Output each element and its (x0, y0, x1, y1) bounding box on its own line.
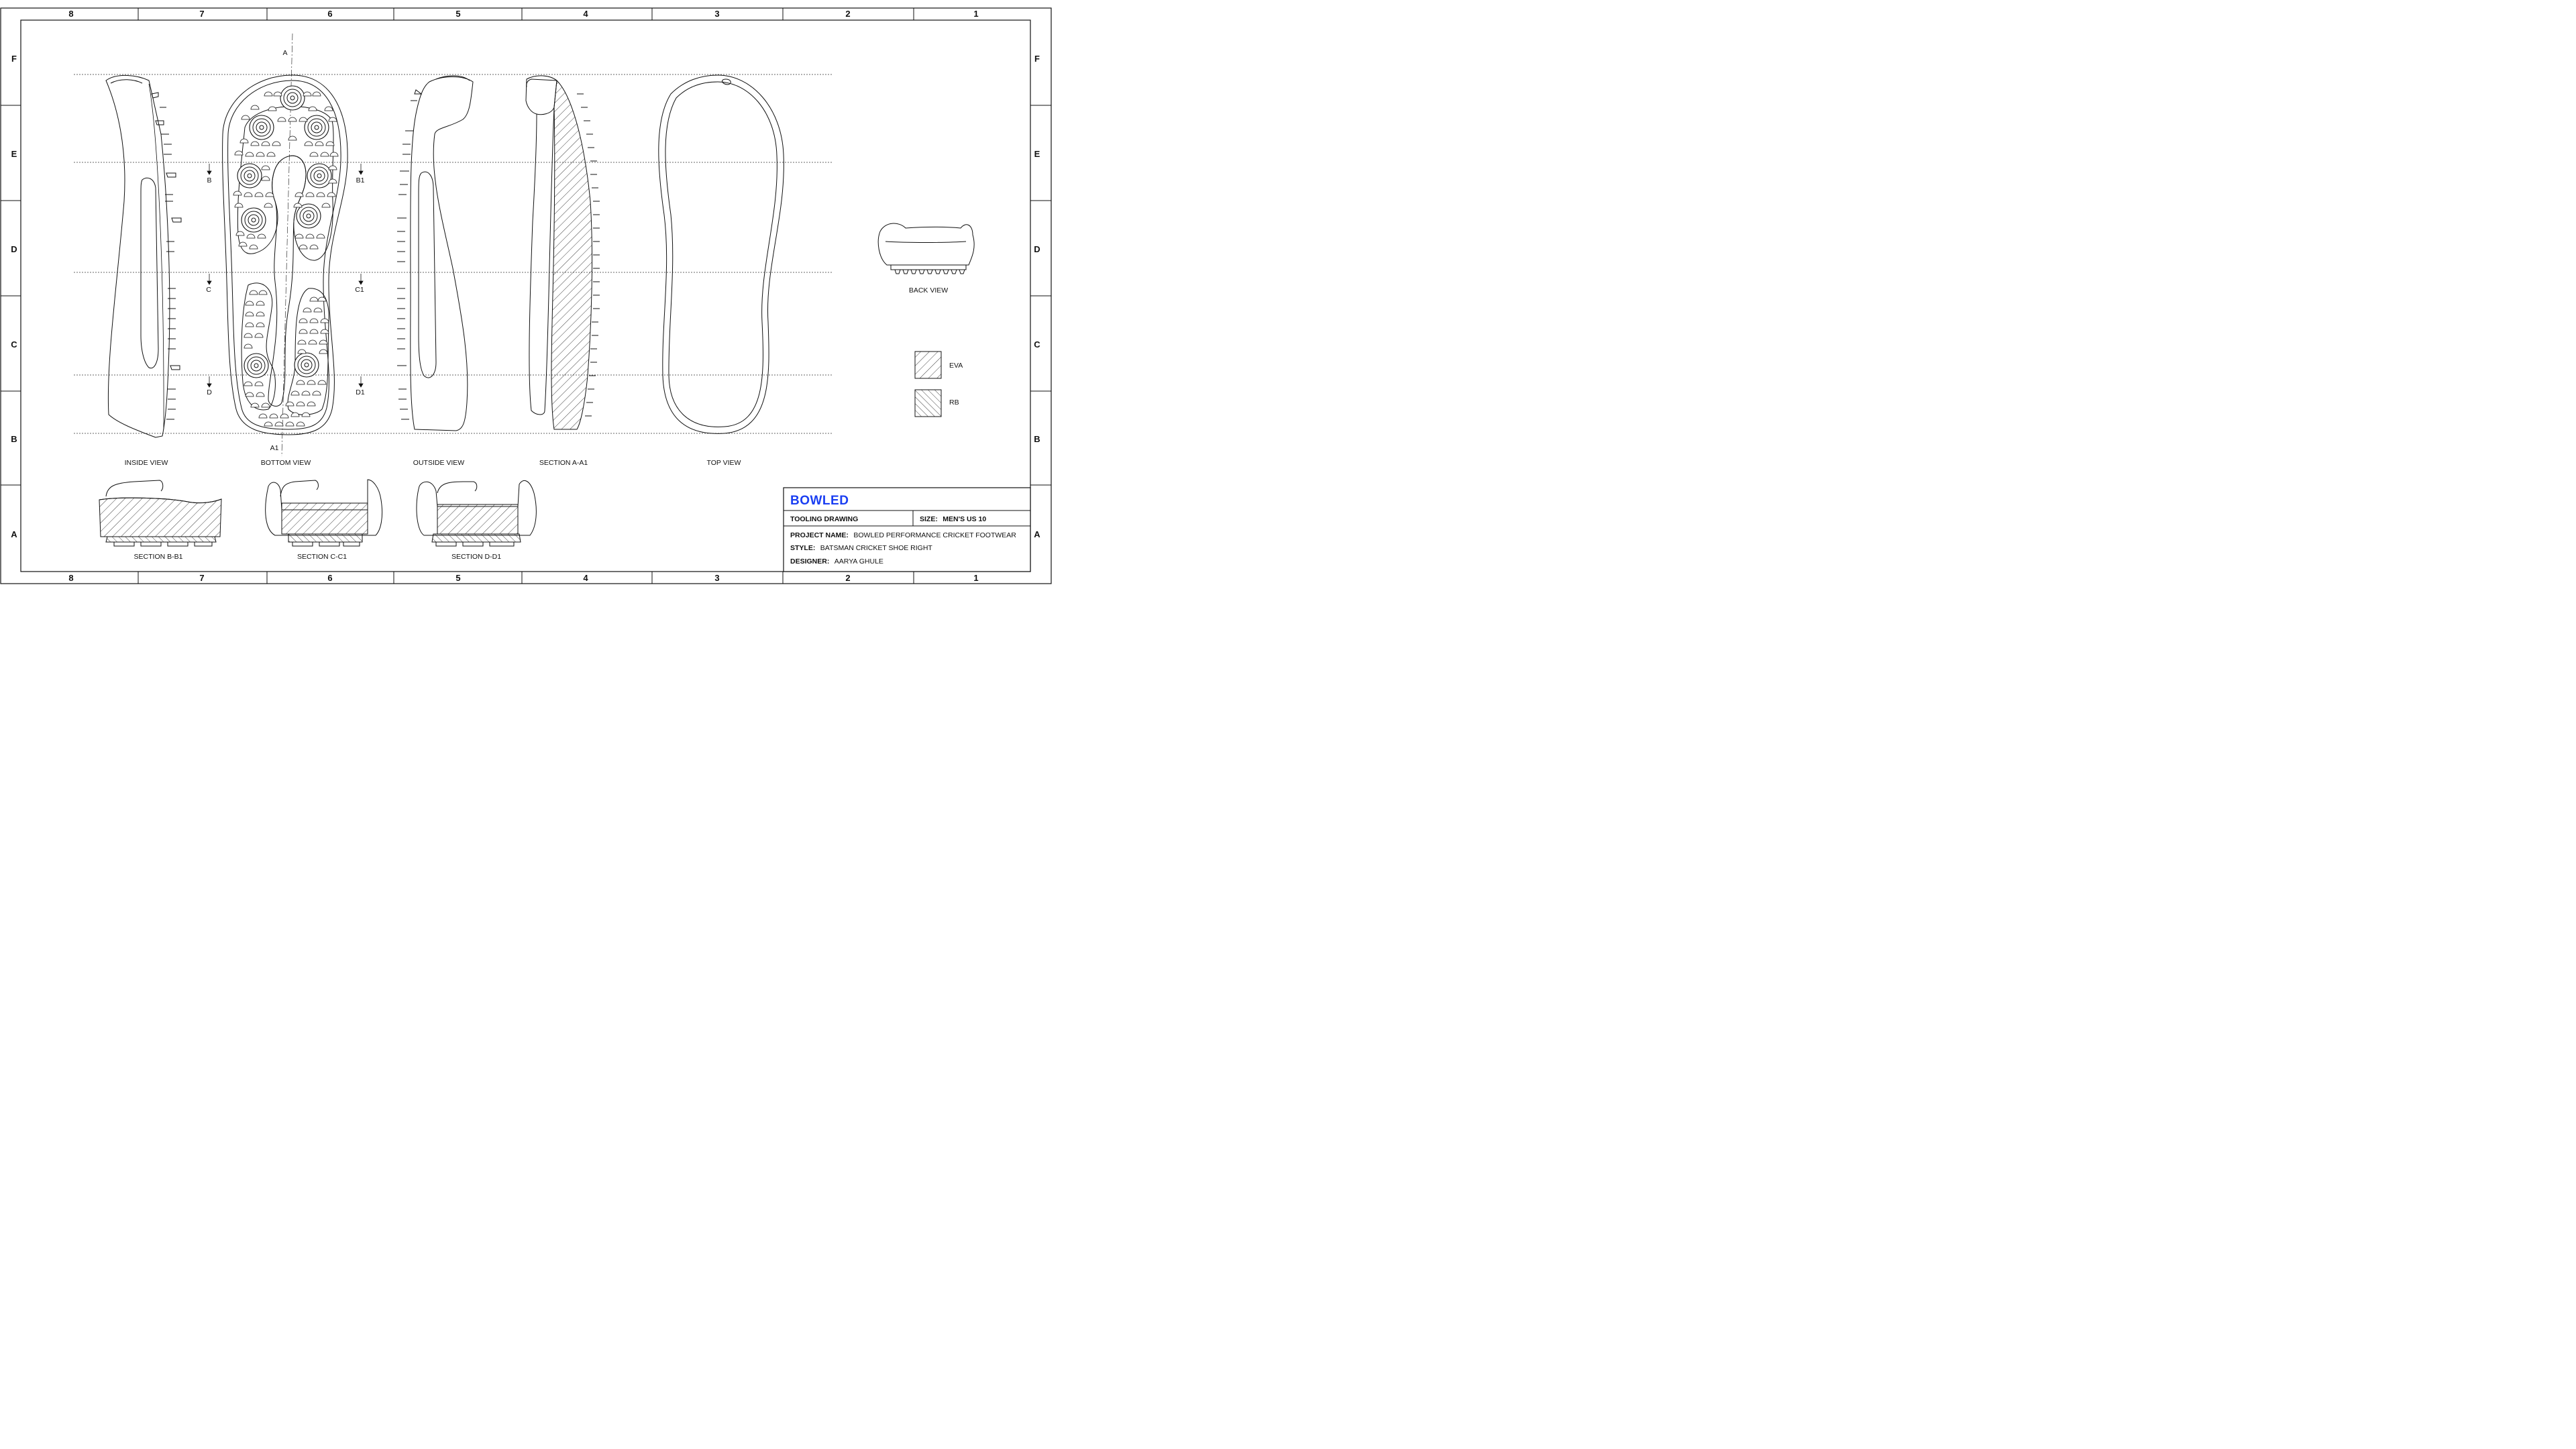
legend-swatch-rb (914, 389, 942, 417)
section-a-a1-drawing (525, 75, 600, 430)
bottom-view-drawing (222, 74, 348, 435)
section-a-a1-label: SECTION A-A1 (539, 459, 588, 467)
grid-col-label: 2 (845, 573, 850, 583)
grid-col-label: 8 (68, 573, 73, 583)
section-d-d1-drawing (416, 480, 537, 547)
grid-zone-ticks (1, 8, 1051, 584)
material-legend: EVA RB (914, 351, 963, 417)
grid-col-label: 2 (845, 9, 850, 19)
back-view-studs (894, 269, 965, 274)
designer-label: DESIGNER: (790, 557, 829, 566)
section-marker-d1: D1 (356, 388, 365, 396)
grid-row-label: C (1034, 339, 1040, 350)
project-name-value: BOWLED PERFORMANCE CRICKET FOOTWEAR (853, 531, 1016, 539)
grid-col-label: 1 (973, 573, 978, 583)
bottom-view-label: BOTTOM VIEW (261, 459, 311, 467)
grid-col-label: 4 (583, 573, 588, 583)
section-marker-d: D (207, 388, 212, 396)
alignment-lines (74, 74, 832, 434)
grid-row-label: E (1034, 149, 1040, 159)
drawing-type: TOOLING DRAWING (790, 515, 858, 523)
grid-col-label: 6 (327, 9, 332, 19)
grid-row-label: B (11, 434, 17, 444)
grid-row-label: E (11, 149, 17, 159)
legend-label-eva: EVA (949, 362, 963, 370)
grid-row-label: A (11, 529, 17, 539)
back-view-label: BACK VIEW (909, 286, 948, 294)
grid-row-labels-right: F E D C B A (1034, 54, 1040, 539)
legend-label-rb: RB (949, 398, 959, 407)
view-labels: INSIDE VIEW BOTTOM VIEW OUTSIDE VIEW SEC… (125, 286, 949, 561)
grid-col-label: 1 (973, 9, 978, 19)
outside-view-label: OUTSIDE VIEW (413, 459, 465, 467)
style-value: BATSMAN CRICKET SHOE RIGHT (820, 544, 933, 552)
top-view-label: TOP VIEW (707, 459, 741, 467)
section-marker-b1: B1 (356, 176, 365, 184)
section-marker-c: C (206, 286, 211, 294)
inside-view-cleats (151, 92, 182, 420)
size-field: SIZE: MEN'S US 10 (920, 513, 986, 524)
title-block: BOWLED TOOLING DRAWING SIZE: MEN'S US 10… (783, 487, 1031, 572)
designer-value: AARYA GHULE (835, 557, 883, 566)
project-name-field: PROJECT NAME: BOWLED PERFORMANCE CRICKET… (790, 529, 1016, 540)
back-view-drawing (877, 223, 975, 274)
section-marker-c1: C1 (355, 286, 364, 294)
grid-col-label: 8 (68, 9, 73, 19)
section-c-c1-drawing (265, 479, 383, 547)
outside-view-cleats (397, 89, 423, 420)
style-label: STYLE: (790, 544, 815, 552)
bottom-view-traction-pattern (233, 91, 339, 427)
outside-view-drawing (397, 75, 474, 431)
project-name-label: PROJECT NAME: (790, 531, 849, 539)
grid-col-label: 5 (455, 9, 460, 19)
grid-column-labels-bottom: 8 7 6 5 4 3 2 1 (68, 573, 978, 583)
grid-col-label: 7 (199, 9, 204, 19)
grid-col-label: 6 (327, 573, 332, 583)
size-label: SIZE: (920, 515, 938, 523)
grid-col-label: 4 (583, 9, 588, 19)
inside-view-drawing (105, 74, 182, 438)
style-field: STYLE: BATSMAN CRICKET SHOE RIGHT (790, 541, 932, 553)
grid-row-label: D (11, 244, 17, 254)
bottom-view-studs (237, 85, 332, 378)
section-a-a1-outsole-lugs (577, 93, 600, 417)
grid-row-label: A (1034, 529, 1040, 539)
grid-row-label: F (1034, 54, 1040, 64)
grid-row-label: C (11, 339, 17, 350)
section-b-b1-label: SECTION B-B1 (134, 553, 183, 561)
section-c-c1-label: SECTION C-C1 (297, 553, 347, 561)
legend-swatch-eva (914, 351, 942, 379)
grid-row-label: D (1034, 244, 1040, 254)
section-marker-a: A (282, 49, 287, 57)
grid-col-label: 5 (455, 573, 460, 583)
section-cut-markers: A A1 B B1 C C1 D D1 (206, 49, 365, 452)
grid-column-labels-top: 8 7 6 5 4 3 2 1 (68, 9, 978, 19)
size-value: MEN'S US 10 (943, 515, 986, 523)
section-b-b1-drawing (99, 480, 222, 547)
section-marker-a1: A1 (270, 444, 279, 452)
top-view-drawing (658, 74, 784, 434)
grid-col-label: 3 (714, 573, 719, 583)
designer-field: DESIGNER: AARYA GHULE (790, 555, 883, 566)
inside-view-label: INSIDE VIEW (125, 459, 168, 467)
grid-row-label: B (1034, 434, 1040, 444)
grid-col-label: 7 (199, 573, 204, 583)
brand-logo: BOWLED (790, 494, 849, 508)
section-marker-b: B (207, 176, 211, 184)
centerline-a-a1 (281, 33, 293, 457)
grid-row-label: F (11, 54, 17, 64)
section-d-d1-label: SECTION D-D1 (451, 553, 501, 561)
grid-col-label: 3 (714, 9, 719, 19)
grid-row-labels-left: F E D C B A (11, 54, 17, 539)
tooling-drawing-sheet: 8 7 6 5 4 3 2 1 8 7 6 5 4 3 2 1 F E D C … (0, 7, 1052, 584)
